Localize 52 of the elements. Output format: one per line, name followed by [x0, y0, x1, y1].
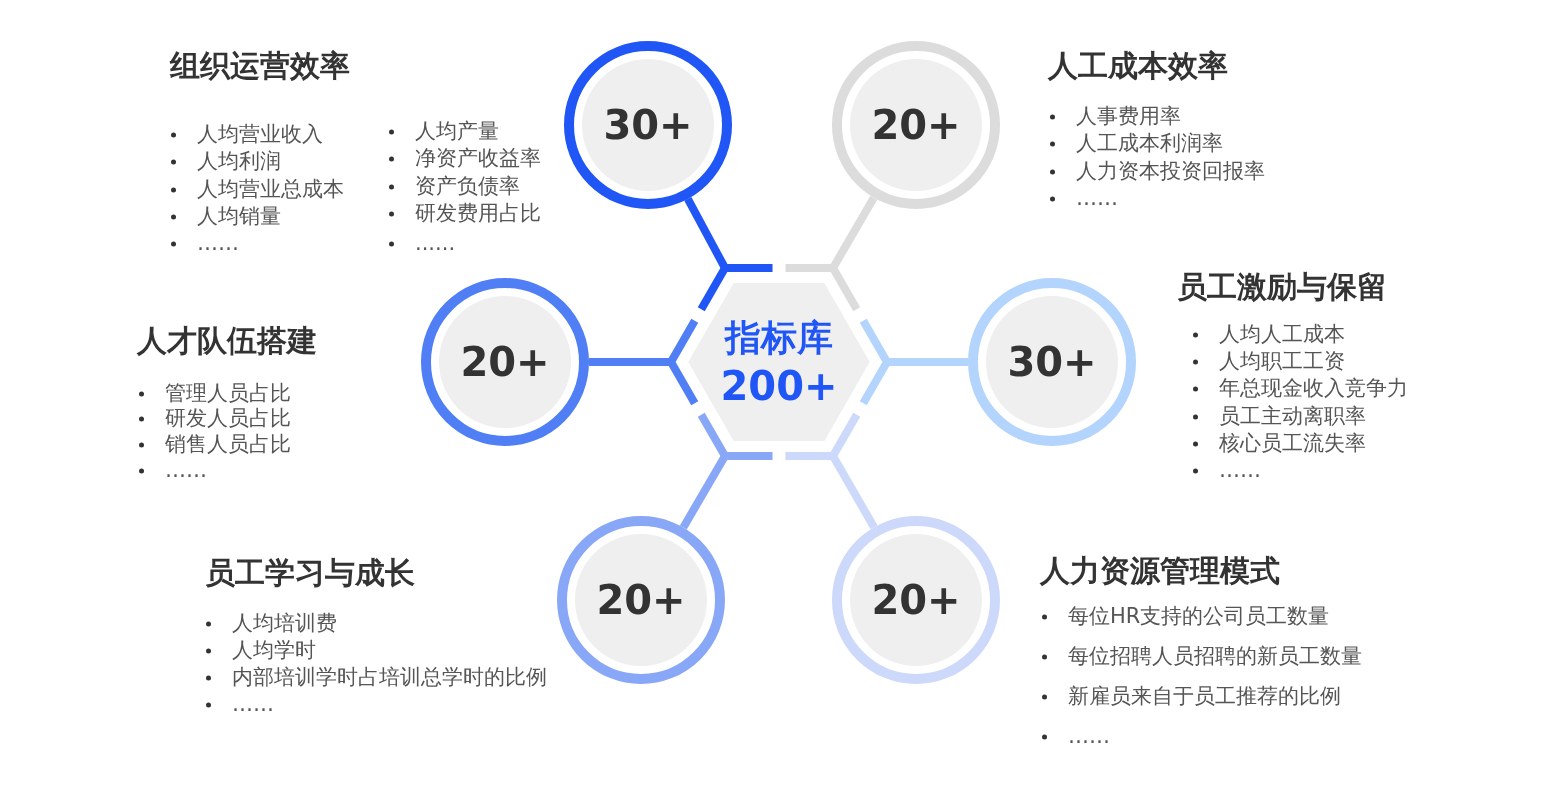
list-item: 人工成本利润率: [1076, 132, 1223, 156]
list-item: 新雇员来自于员工推荐的比例: [1068, 685, 1341, 709]
connector-line: [589, 358, 671, 366]
list-item: 人均产量: [415, 120, 499, 144]
list-item: 销售人员占比: [165, 433, 291, 457]
section-heading: 员工激励与保留: [1177, 272, 1387, 302]
list-item: 人力资本投资回报率: [1076, 160, 1265, 184]
list-item: ……: [232, 693, 274, 717]
list-item: ……: [1068, 725, 1110, 749]
connector-line: [829, 454, 878, 530]
list-item: 人均学时: [232, 639, 316, 663]
list-item: 人均培训费: [232, 612, 337, 636]
count-number: 20+: [871, 105, 961, 145]
section-heading: 人力资源管理模式: [1040, 556, 1280, 586]
connector-line: [829, 195, 878, 270]
list-item: 净资产收益率: [415, 147, 541, 171]
list-item: 人均利润: [197, 150, 281, 174]
list-item: 人均职工工资: [1219, 350, 1345, 374]
list-item: ……: [1076, 187, 1118, 211]
list-item: 员工主动离职率: [1219, 405, 1366, 429]
section-heading: 人才队伍搭建: [137, 326, 317, 356]
count-number: 20+: [460, 342, 550, 382]
list-item: 人均销量: [197, 205, 281, 229]
count-number: 30+: [1007, 342, 1097, 382]
list-item: ......: [415, 232, 456, 256]
list-item: 核心员工流失率: [1219, 432, 1366, 456]
hub-title: 指标库: [723, 320, 834, 356]
connector-line: [887, 358, 968, 366]
count-number: 30+: [603, 105, 693, 145]
list-item: 研发人员占比: [165, 407, 291, 431]
count-number: 20+: [871, 580, 961, 620]
count-number: 20+: [596, 580, 686, 620]
list-item: 每位招聘人员招聘的新员工数量: [1068, 645, 1362, 669]
list-item: 资产负债率: [415, 175, 520, 199]
list-item: 研发费用占比: [415, 202, 541, 226]
list-item: ……: [1219, 459, 1261, 483]
section-heading: 组织运营效率: [170, 51, 350, 81]
list-item: 人事费用率: [1076, 105, 1181, 129]
list-item: 人均营业收入: [197, 123, 323, 147]
list-item: 内部培训学时占培训总学时的比例: [232, 666, 547, 690]
connector-line: [679, 454, 729, 530]
section-heading: 人工成本效率: [1048, 51, 1228, 81]
list-item: 每位HR支持的公司员工数量: [1068, 605, 1330, 629]
list-item: ……: [197, 232, 239, 256]
hub-count: 200+: [719, 366, 839, 406]
list-item: 人均人工成本: [1219, 323, 1345, 347]
list-item: 年总现金收入竞争力: [1219, 377, 1408, 401]
section-heading: 员工学习与成长: [205, 558, 415, 588]
list-item: 管理人员占比: [165, 382, 291, 406]
connector-line: [684, 197, 729, 270]
list-item: 人均营业总成本: [197, 178, 344, 202]
list-item: ……: [165, 459, 207, 483]
